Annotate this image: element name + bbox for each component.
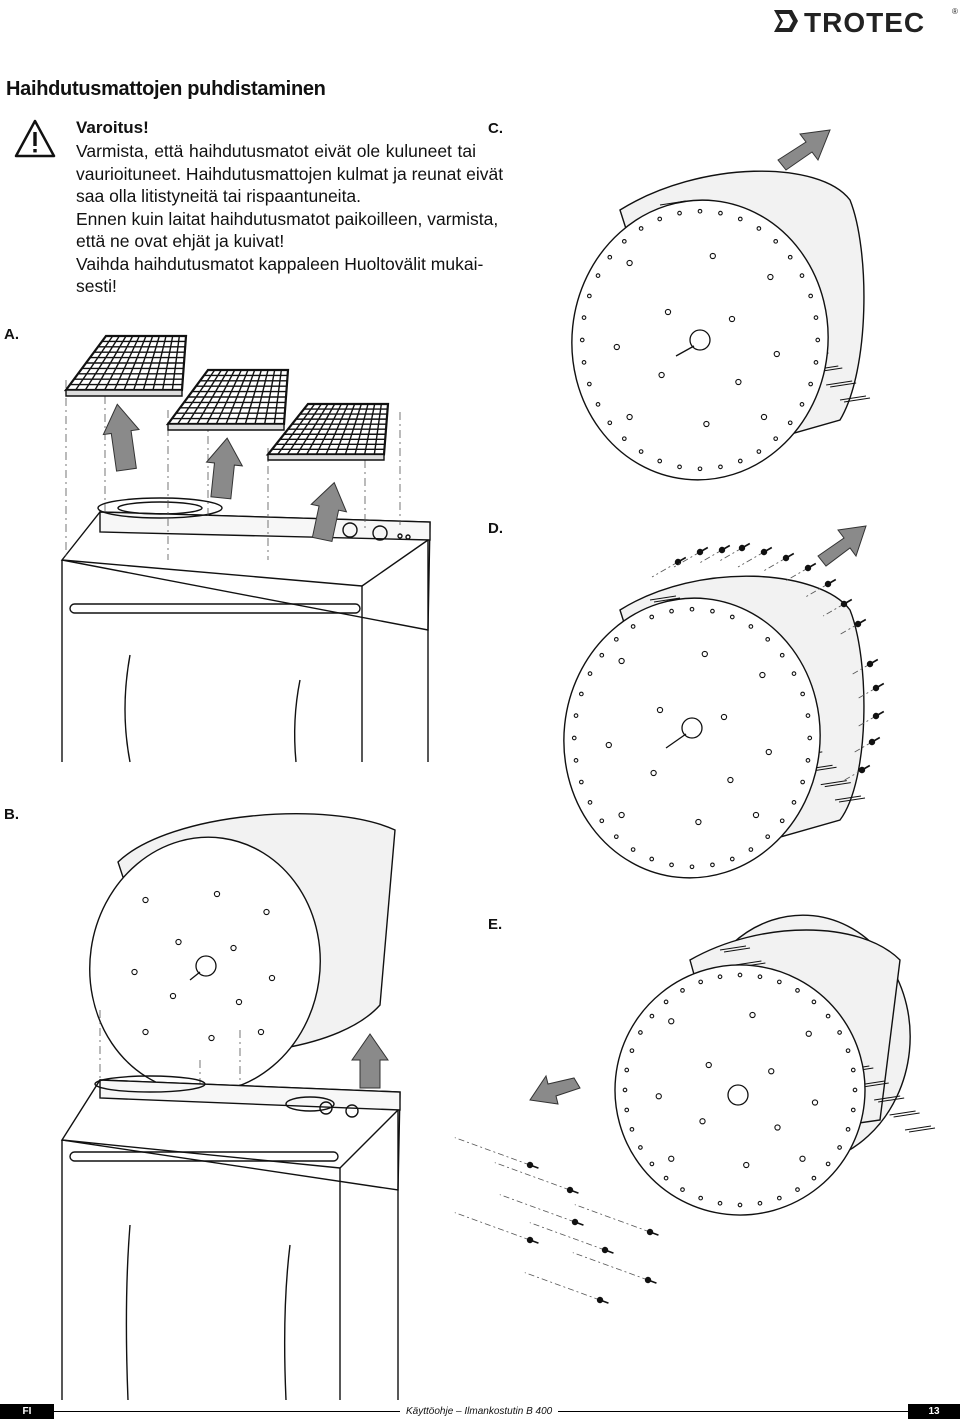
screw-icon — [596, 1296, 609, 1304]
direction-arrow-icon — [777, 129, 831, 171]
trotec-logo: TROTEC ® — [770, 4, 960, 38]
screw-icon — [868, 736, 881, 746]
screw-icon — [804, 562, 817, 572]
screw-icon — [526, 1161, 539, 1169]
illustration-a-humidifier-mats — [60, 334, 431, 763]
figure-label-e: E. — [488, 916, 503, 933]
brand-name: TROTEC — [804, 7, 925, 38]
screw-icon — [854, 618, 867, 628]
direction-arrow-icon — [351, 1033, 389, 1089]
footer-language: FI — [0, 1404, 54, 1419]
direction-arrow-icon — [310, 481, 348, 543]
screw-icon — [644, 1276, 657, 1284]
direction-arrow-icon — [205, 437, 244, 500]
footer: FI Käyttöohje – Ilmankostutin B 400 13 — [0, 1404, 960, 1419]
screw-icon — [646, 1228, 659, 1236]
screw-icon — [571, 1218, 584, 1226]
screw-icon — [858, 764, 871, 774]
screw-icon — [718, 544, 731, 554]
footer-page-number: 13 — [908, 1404, 960, 1419]
evaporator-mat — [165, 368, 290, 431]
warning-line-2: vaurioituneet. Haihdutusmattojen kulmat … — [76, 164, 504, 184]
screw-icon — [526, 1236, 539, 1244]
direction-arrow-icon — [529, 1074, 581, 1105]
direction-arrow-icon — [817, 525, 867, 567]
figure-label-d: D. — [488, 520, 503, 537]
footer-document-title: Käyttöohje – Ilmankostutin B 400 — [400, 1404, 559, 1419]
figure-label-b: B. — [4, 806, 19, 823]
evaporator-mats — [63, 334, 390, 461]
screw-icon — [696, 546, 709, 556]
section-title: Haihdutusmattojen puhdistaminen — [6, 78, 326, 100]
figure-label-a: A. — [4, 326, 19, 343]
figure-label-c: C. — [488, 120, 503, 137]
registered-mark: ® — [952, 7, 958, 16]
direction-arrow-icon — [102, 403, 140, 472]
screw-icon — [872, 710, 885, 720]
screw-icon — [738, 542, 751, 552]
screw-icon — [782, 552, 795, 562]
warning-line-1: Varmista, että haihdutusmatot eivät ole … — [76, 141, 476, 161]
warning-triangle-icon — [14, 118, 56, 160]
screw-icon — [866, 658, 879, 668]
screw-icon — [824, 578, 837, 588]
screw-icon — [601, 1246, 614, 1254]
warning-line-4: Ennen kuin laitat haihdutusmatot paikoil… — [76, 209, 499, 229]
screw-icon — [760, 546, 773, 556]
warning-title: Varoitus! — [76, 118, 149, 137]
evaporator-mat — [63, 334, 188, 397]
warning-line-5: että ne ovat ehjät ja kuivat! — [76, 231, 285, 251]
screw-icon — [872, 682, 885, 692]
screw-icon — [566, 1186, 579, 1194]
warning-line-7: sesti! — [76, 276, 117, 296]
evaporator-mat — [265, 402, 390, 461]
warning-line-3: saa olla litistyneitä tai rispaantuneita… — [76, 186, 362, 206]
illustration-b-humidifier-drum — [60, 813, 401, 1401]
screw-icon — [840, 598, 853, 608]
warning-line-6: Vaihda haihdutusmatot kappaleen Huoltovä… — [76, 254, 484, 274]
